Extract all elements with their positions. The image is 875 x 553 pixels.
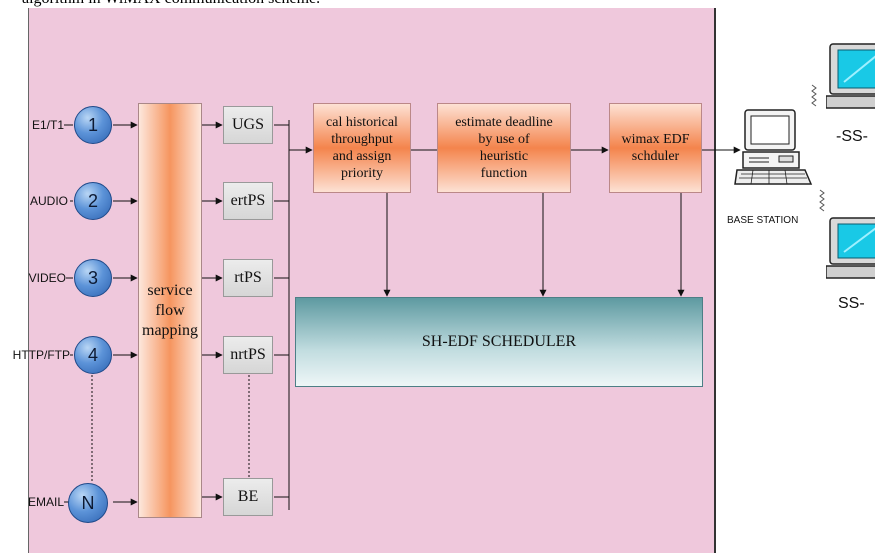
base-station-computer-icon xyxy=(734,109,813,185)
source-label-email: EMAIL xyxy=(27,495,64,509)
process-estimate-deadline: estimate deadline by use of heuristic fu… xyxy=(437,103,571,193)
service-class-rtps: rtPS xyxy=(223,259,273,297)
process-throughput-priority: cal historical throughput and assign pri… xyxy=(313,103,411,193)
source-node-4: 4 xyxy=(74,336,112,374)
sfm-line-3: mapping xyxy=(142,321,198,339)
process-wimax-edf: wimax EDF schduler xyxy=(609,103,702,193)
sh-edf-scheduler-box: SH-EDF SCHEDULER xyxy=(295,297,703,387)
service-class-nrtps: nrtPS xyxy=(223,336,273,374)
service-flow-mapping-box: service flow mapping xyxy=(138,103,202,518)
proc1-line-4: priority xyxy=(340,166,383,181)
source-node-3: 3 xyxy=(74,259,112,297)
sfm-line-2: flow xyxy=(155,301,185,319)
subscriber-label-top: -SS- xyxy=(836,128,868,145)
subscriber-station-bottom-icon xyxy=(826,217,875,279)
subscriber-label-bottom: SS- xyxy=(838,295,865,312)
service-class-ugs: UGS xyxy=(223,106,273,144)
proc3-line-2: schduler xyxy=(631,149,680,164)
proc2-line-1: estimate deadline xyxy=(455,115,553,130)
proc2-line-2: by use of xyxy=(478,132,530,147)
proc1-line-1: cal historical xyxy=(326,115,398,130)
proc3-line-1: wimax EDF xyxy=(621,132,690,147)
sfm-line-1: service xyxy=(147,281,193,299)
source-node-1: 1 xyxy=(74,106,112,144)
source-node-2: 2 xyxy=(74,182,112,220)
figure-caption: algorithm in WiMAX communication scheme. xyxy=(22,0,320,8)
source-label-video: VIDEO xyxy=(28,271,66,285)
source-label-httpftp: HTTP/FTP xyxy=(12,348,70,362)
service-class-ertps: ertPS xyxy=(223,182,273,220)
base-station-label: BASE STATION xyxy=(727,215,799,226)
proc2-line-4: function xyxy=(480,166,528,181)
proc1-line-2: throughput xyxy=(331,132,393,147)
source-node-n: N xyxy=(68,483,108,523)
source-label-audio: AUDIO xyxy=(29,194,68,208)
subscriber-station-top-icon xyxy=(826,43,875,109)
source-label-e1t1: E1/T1 xyxy=(31,118,64,132)
service-class-be: BE xyxy=(223,478,273,516)
proc1-line-3: and assign xyxy=(332,149,392,164)
proc2-line-3: heuristic xyxy=(479,149,529,164)
